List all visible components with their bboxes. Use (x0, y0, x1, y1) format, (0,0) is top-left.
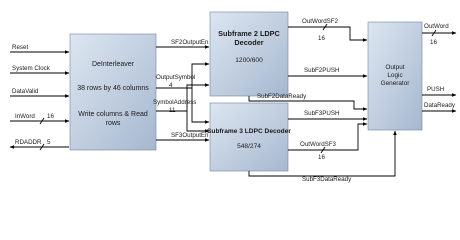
svg-text:SymbolAddress: SymbolAddress (153, 99, 196, 106)
sub-f2-push-wire: SubF2PUSH (288, 67, 368, 78)
svg-text:SF2OutputEn: SF2OutputEn (171, 39, 209, 46)
out-word-output: OutWord 16 (422, 23, 457, 46)
svg-text:DataValid: DataValid (12, 88, 39, 95)
out-word-sf3-wire: OutWordSF3 16 (288, 122, 368, 161)
svg-text:OutputSymbol: OutputSymbol (156, 74, 195, 81)
subframe2-rate: 1200/600 (235, 57, 263, 64)
svg-text:OutWord: OutWord (424, 23, 449, 30)
subframe3-decoder-block (209, 102, 289, 172)
svg-text:RDADDR: RDADDR (15, 139, 42, 146)
deinterleaver-mode-cont: rows (106, 120, 121, 127)
subframe2-title-cont: Decoder (234, 38, 263, 47)
output-logic-generator-block (367, 21, 423, 131)
svg-text:16: 16 (47, 113, 54, 120)
svg-text:SubF2DataReady: SubF2DataReady (257, 93, 307, 100)
system-clock-input: System Clock (10, 65, 70, 75)
output-logic-line3: Generator (381, 80, 411, 87)
svg-text:DataReady: DataReady (424, 102, 456, 109)
sub-f3-data-ready-wire: SubF3DataReady (248, 130, 397, 183)
subframe2-decoder-block (209, 11, 289, 97)
svg-text:11: 11 (169, 107, 176, 114)
push-output: PUSH (422, 86, 457, 97)
svg-text:16: 16 (430, 39, 437, 46)
rdaddr-input: RDADDR 5 (9, 139, 69, 151)
output-logic-line2: Logic (387, 72, 403, 79)
output-logic-line1: Output (385, 64, 404, 71)
svg-text:SubF2PUSH: SubF2PUSH (304, 67, 339, 74)
sf2-output-en-wire: SF2OutputEn (156, 39, 210, 49)
subframe3-rate: 548/274 (237, 143, 261, 150)
deinterleaver-block (69, 33, 157, 151)
svg-text:SF3OutputEn: SF3OutputEn (171, 132, 209, 139)
in-word-input: InWord 16 (10, 113, 70, 125)
svg-text:PUSH: PUSH (427, 86, 444, 93)
sub-f3-push-wire: SubF3PUSH (288, 110, 368, 121)
out-word-sf2-wire: OutWordSF2 16 (288, 18, 368, 42)
sf3-output-en-wire: SF3OutputEn (156, 132, 210, 142)
svg-text:SubF3DataReady: SubF3DataReady (302, 176, 352, 183)
data-ready-output: DataReady (422, 102, 457, 113)
output-symbol-bus: OutputSymbol 4 (156, 62, 210, 124)
svg-text:16: 16 (318, 154, 325, 161)
svg-text:InWord: InWord (15, 113, 35, 120)
deinterleaver-size: 38 rows by 46 columns (77, 85, 149, 92)
sub-f2-data-ready-wire: SubF2DataReady (248, 93, 368, 111)
subframe2-title: Subframe 2 LDPC (218, 29, 280, 38)
svg-text:4: 4 (169, 82, 173, 89)
deinterleaver-mode: Write columns & Read (78, 111, 148, 118)
svg-text:OutWordSF2: OutWordSF2 (302, 18, 339, 25)
svg-text:SubF3PUSH: SubF3PUSH (304, 110, 339, 117)
svg-text:OutWordSF3: OutWordSF3 (300, 141, 337, 148)
svg-text:5: 5 (47, 139, 51, 146)
svg-text:Reset: Reset (12, 44, 28, 51)
svg-text:System Clock: System Clock (12, 65, 51, 72)
svg-text:16: 16 (318, 35, 325, 42)
subframe3-title: Subframe 3 LDPC Decoder (207, 128, 291, 135)
reset-input: Reset (10, 44, 70, 54)
data-valid-input: DataValid (10, 88, 70, 98)
deinterleaver-title: DeInterleaver (92, 61, 135, 68)
symbol-address-bus: SymbolAddress 11 (153, 83, 210, 133)
block-diagram: DeInterleaver 38 rows by 46 columns Writ… (9, 11, 457, 183)
